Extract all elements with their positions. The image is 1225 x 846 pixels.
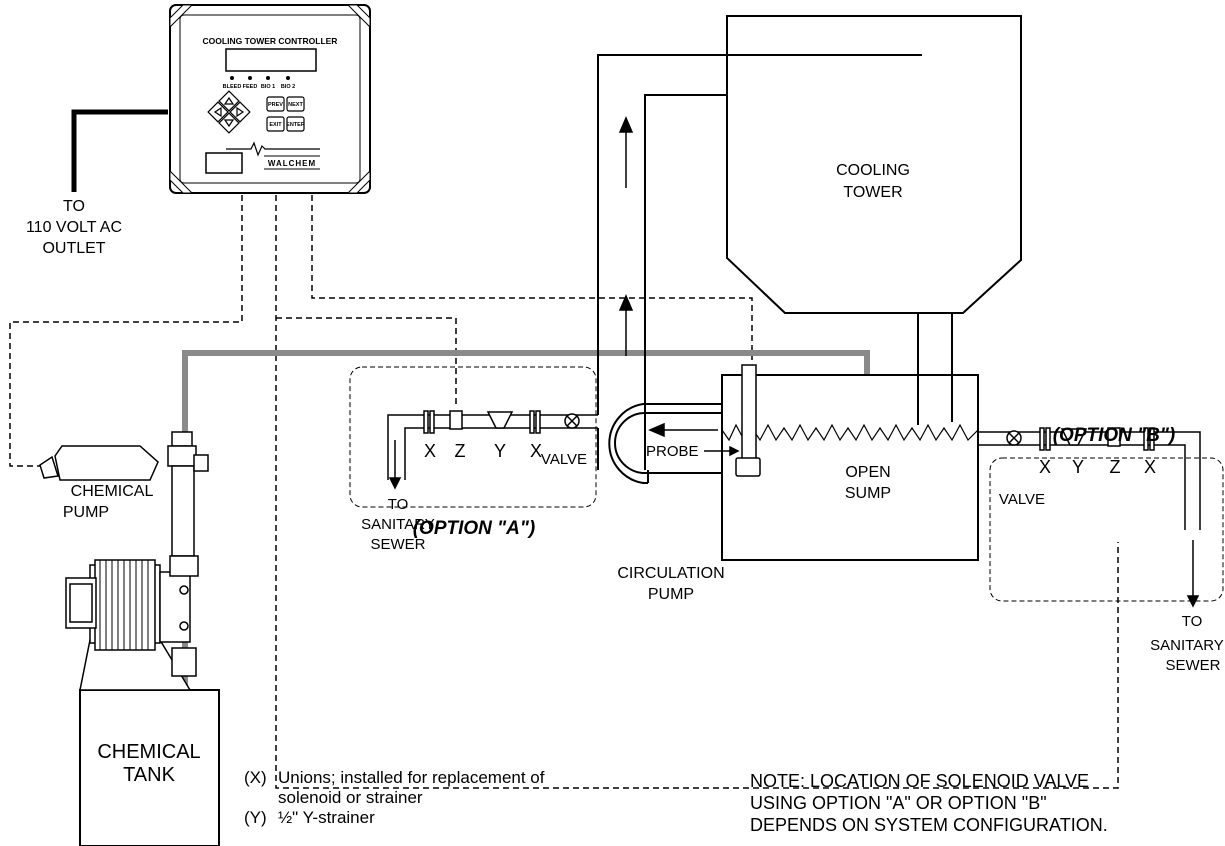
option-a-valve-label: VALVE bbox=[541, 451, 587, 468]
tower-downpipe-lower bbox=[917, 375, 953, 425]
circulation-pump-label-2: PUMP bbox=[648, 586, 694, 603]
legend-key-blank bbox=[244, 788, 278, 808]
controller-label-plate bbox=[205, 152, 243, 174]
option-a-caption: (OPTION "A") bbox=[413, 518, 536, 539]
configuration-note: NOTE: LOCATION OF SOLENOID VALVE USING O… bbox=[750, 770, 1108, 836]
option-b-fittings bbox=[1006, 427, 1155, 451]
legend: (X) Unions; installed for replacement of… bbox=[244, 768, 544, 828]
led-label-bio2: BIO 2 bbox=[281, 84, 295, 90]
option-b-part-x1: X bbox=[1039, 457, 1051, 477]
chemical-pump-label-1: CHEMICAL bbox=[71, 483, 154, 500]
circulation-pump bbox=[608, 403, 722, 484]
chemical-tank-label-2: TANK bbox=[123, 764, 176, 786]
sump-label-2: SUMP bbox=[845, 485, 891, 502]
probe bbox=[704, 364, 761, 477]
option-b-part-x2: X bbox=[1144, 457, 1156, 477]
power-label-2: 110 VOLT AC bbox=[26, 219, 122, 236]
option-b-part-y: Y bbox=[1072, 457, 1084, 477]
led-label-bleed: BLEED bbox=[223, 84, 242, 90]
legend-key-y: (Y) bbox=[244, 808, 267, 827]
water-level bbox=[721, 423, 979, 442]
option-b-sewer-1: TO bbox=[1182, 613, 1203, 630]
option-a-sewer-3: SEWER bbox=[370, 536, 425, 553]
option-b-caption: (OPTION "B") bbox=[1053, 425, 1176, 446]
controller-title: COOLING TOWER CONTROLLER bbox=[203, 36, 338, 46]
option-b-valve-label: VALVE bbox=[999, 491, 1045, 508]
option-b-sewer-2: SANITARY bbox=[1150, 637, 1224, 654]
option-a-part-x2: X bbox=[530, 441, 542, 461]
chemical-pump bbox=[39, 431, 209, 691]
option-a-part-y: Y bbox=[494, 441, 506, 461]
controller-keys bbox=[266, 96, 305, 132]
legend-row-x-cont: solenoid or strainer bbox=[244, 788, 544, 808]
option-b-part-z: Z bbox=[1110, 457, 1121, 477]
circulation-piping bbox=[597, 54, 922, 470]
note-line-1: NOTE: LOCATION OF SOLENOID VALVE bbox=[750, 771, 1090, 791]
legend-row-y: (Y) ½" Y-strainer bbox=[244, 808, 544, 828]
chemical-pump-label-2: PUMP bbox=[63, 504, 109, 521]
power-label-3: OUTLET bbox=[42, 240, 105, 257]
cooling-tower-controller: COOLING TOWER CONTROLLER BLEED FEED BIO … bbox=[169, 4, 371, 194]
option-a-fittings bbox=[423, 410, 580, 434]
option-a-sewer-2: SANITARY bbox=[361, 516, 435, 533]
cooling-tower-body bbox=[726, 15, 1022, 314]
note-line-2: USING OPTION "A" OR OPTION "B" bbox=[750, 793, 1047, 813]
open-sump-tank bbox=[721, 374, 979, 561]
wiring-lines bbox=[9, 195, 1119, 789]
legend-text-y: ½" Y-strainer bbox=[278, 808, 375, 827]
chemical-tank-label-1: CHEMICAL bbox=[97, 741, 200, 763]
option-a-sewer-1: TO bbox=[388, 496, 409, 513]
key-exit: EXIT bbox=[269, 122, 282, 128]
legend-row-x: (X) Unions; installed for replacement of bbox=[244, 768, 544, 788]
option-a-box bbox=[349, 366, 597, 508]
key-prev: PREV bbox=[268, 102, 283, 108]
brand-logo-mark bbox=[226, 141, 320, 157]
power-label-1: TO bbox=[63, 198, 85, 215]
note-line-3: DEPENDS ON SYSTEM CONFIGURATION. bbox=[750, 815, 1108, 835]
cooling-tower-label-2: TOWER bbox=[843, 184, 902, 201]
led-label-bio1: BIO 1 bbox=[261, 84, 275, 90]
led-label-feed: FEED bbox=[243, 84, 258, 90]
power-cord bbox=[71, 109, 168, 192]
option-a-part-x1: X bbox=[424, 441, 436, 461]
option-b-box bbox=[989, 457, 1224, 602]
sump-label-1: OPEN bbox=[845, 464, 890, 481]
legend-key-x: (X) bbox=[244, 768, 267, 787]
controller-display bbox=[225, 48, 317, 72]
legend-text-x-cont: solenoid or strainer bbox=[278, 788, 423, 807]
key-next: NEXT bbox=[288, 102, 303, 108]
option-b-sewer-3: SEWER bbox=[1165, 657, 1220, 674]
legend-text-x: Unions; installed for replacement of bbox=[278, 768, 545, 787]
chemical-tank bbox=[79, 689, 220, 846]
probe-label: PROBE bbox=[646, 443, 699, 460]
brand-name: WALCHEM bbox=[268, 159, 316, 168]
key-enter: ENTER bbox=[286, 122, 305, 128]
arrow-keypad bbox=[207, 90, 251, 134]
cooling-tower-label-1: COOLING bbox=[836, 162, 910, 179]
option-a-part-z: Z bbox=[455, 441, 466, 461]
controller-leds bbox=[230, 76, 290, 80]
circulation-pump-label-1: CIRCULATION bbox=[617, 565, 724, 582]
flow-arrows bbox=[618, 116, 718, 438]
